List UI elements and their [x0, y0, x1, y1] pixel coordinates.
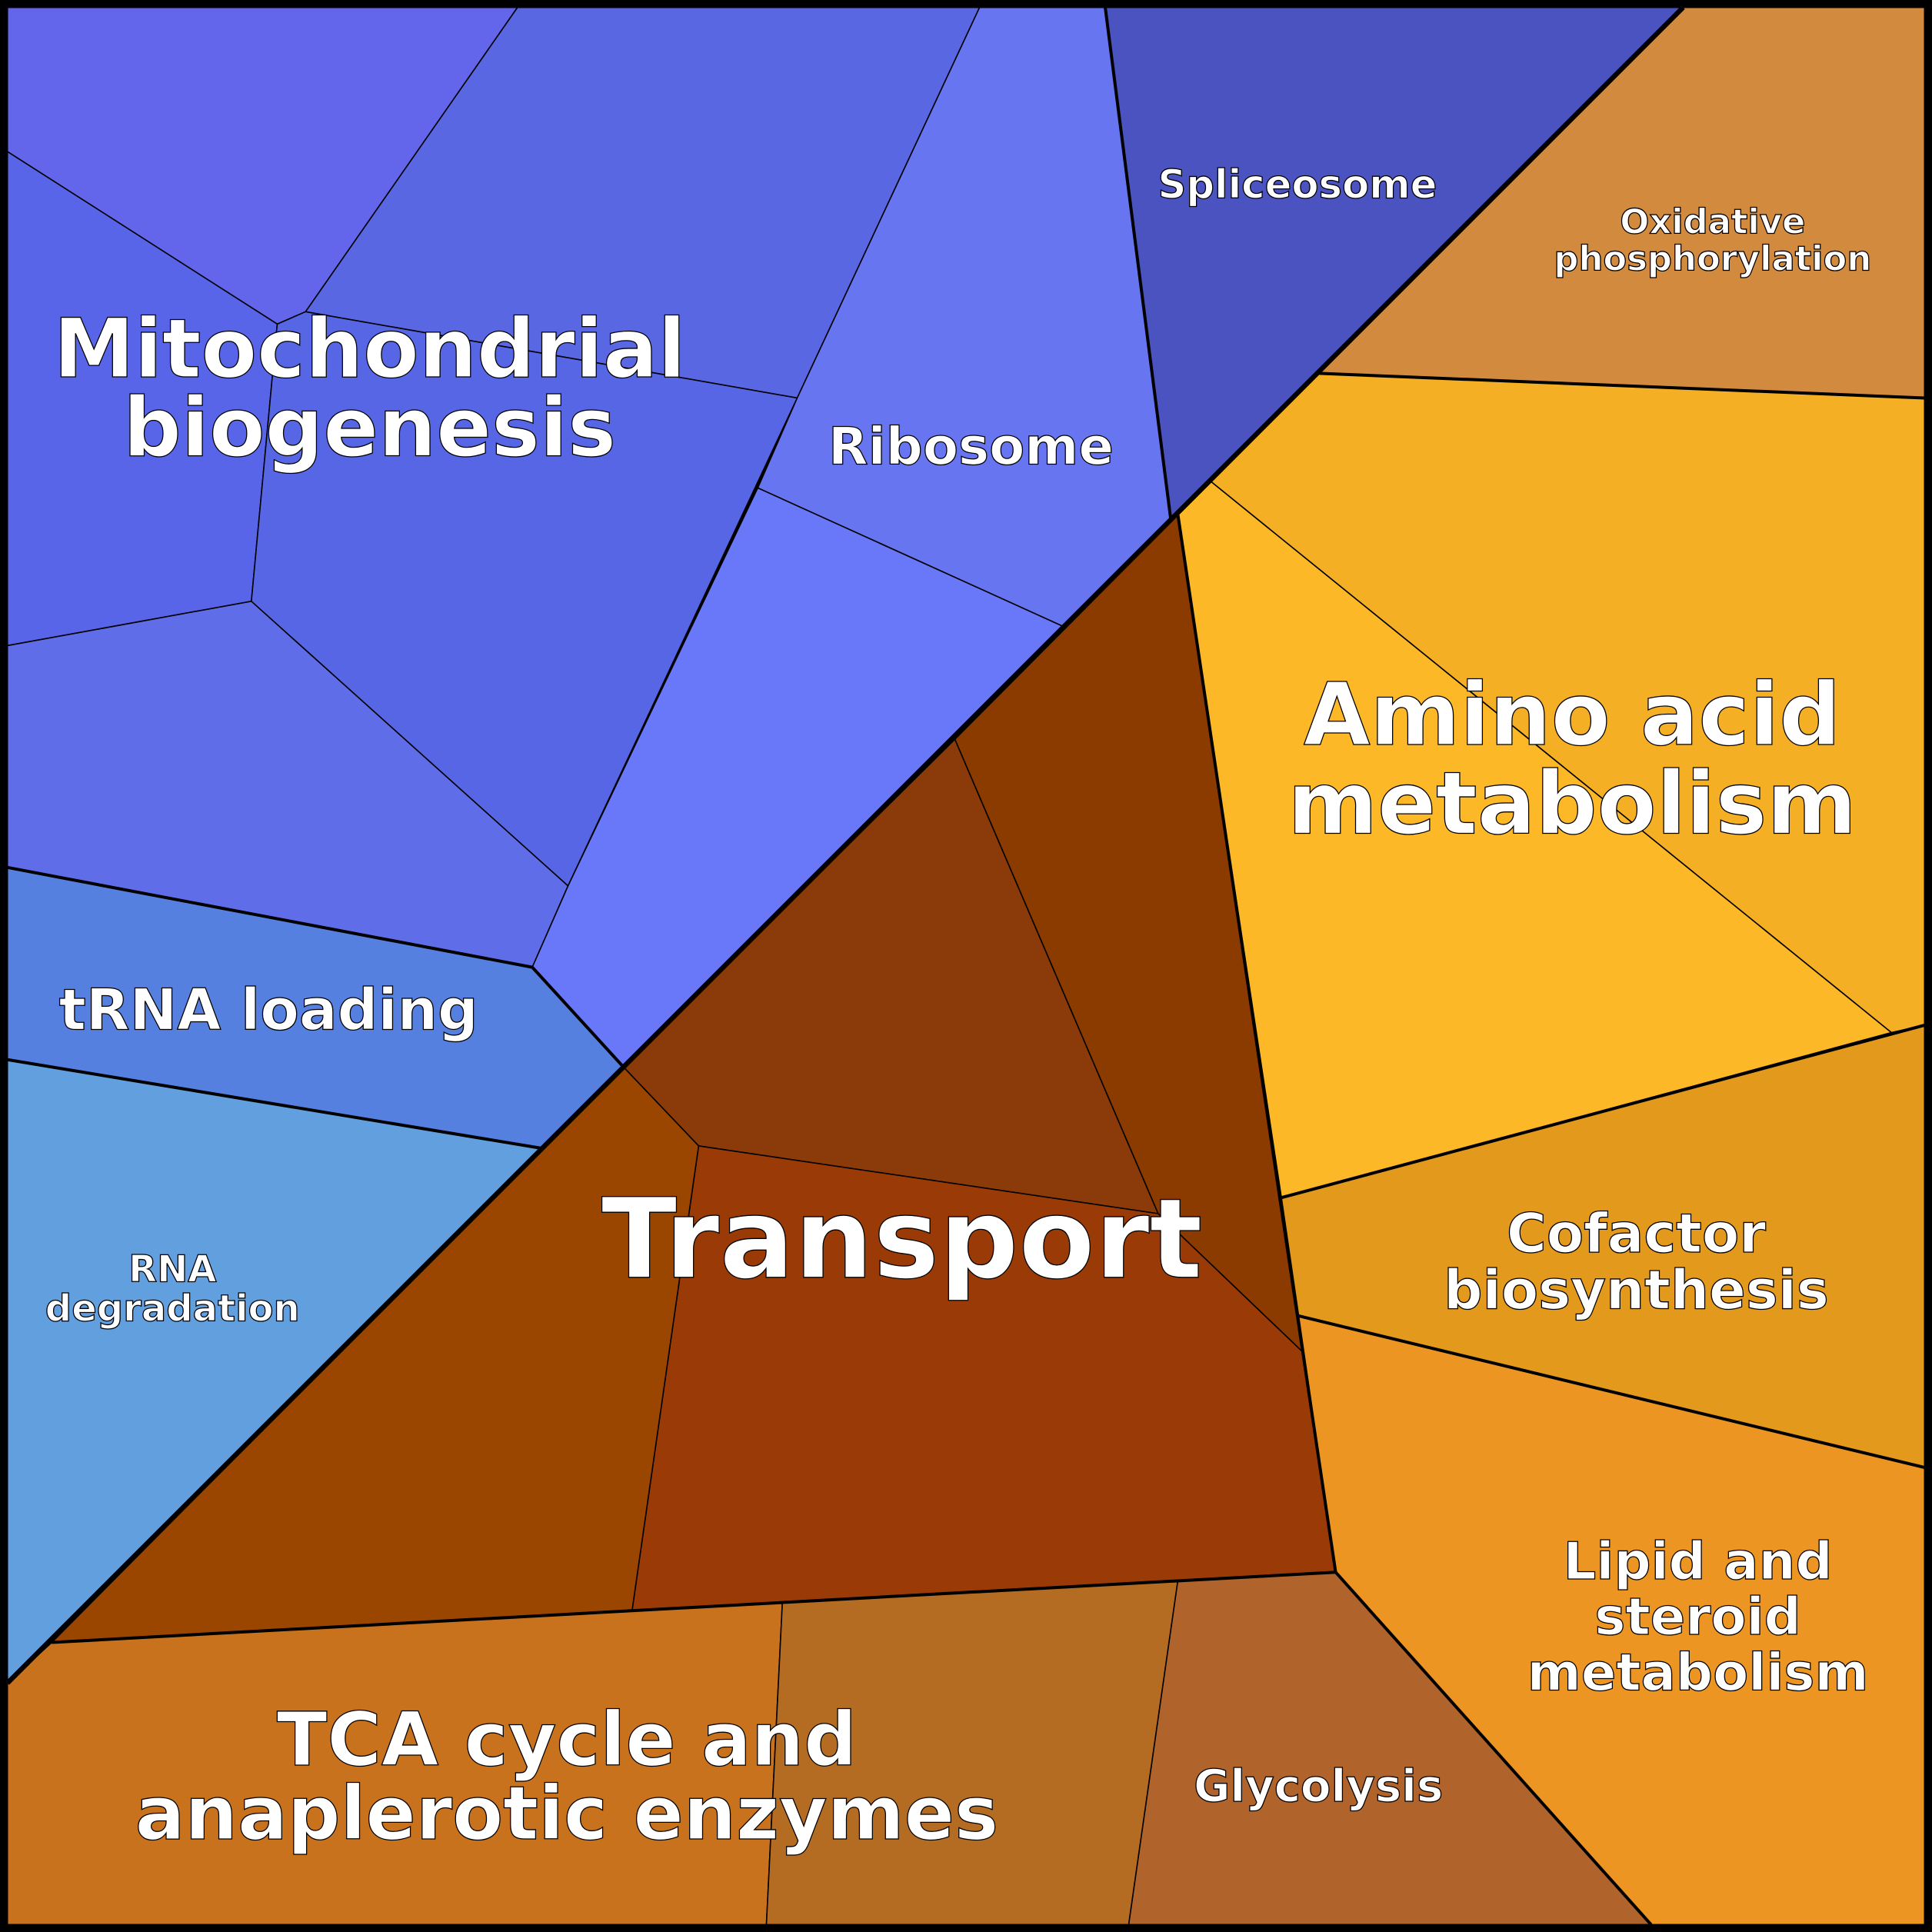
- category-border: [1104, 7, 1172, 518]
- category-border: [1281, 1023, 1925, 1200]
- label-lipid: steroid: [1594, 1587, 1800, 1647]
- category-border: [5, 5, 1685, 1685]
- label-rnadeg: degradation: [45, 1287, 300, 1331]
- label-cofactor: biosynthesis: [1444, 1259, 1829, 1322]
- label-spliceosome: Spliceosome: [1158, 162, 1437, 208]
- label-mito: Mitochondrial: [54, 301, 686, 396]
- label-ribosome: Ribosome: [828, 416, 1114, 476]
- category-border: [1318, 371, 1925, 400]
- label-lipid: metabolism: [1527, 1642, 1869, 1702]
- label-transport: Transport: [601, 1175, 1203, 1304]
- cell-mito4: [250, 311, 798, 888]
- label-tca: anaplerotic enzymes: [135, 1770, 999, 1857]
- label-glyco: Glycolysis: [1194, 1760, 1443, 1812]
- label-amino: metabolism: [1287, 754, 1857, 854]
- label-oxphos: phosphorylation: [1554, 238, 1871, 279]
- category-border: [1298, 1314, 1925, 1469]
- label-trna: tRNA loading: [59, 978, 478, 1043]
- label-cofactor: Cofactor: [1507, 1202, 1766, 1265]
- category-border: [7, 1058, 543, 1151]
- category-border: [7, 865, 625, 1068]
- category-border: [1334, 1571, 1653, 1926]
- label-amino: Amino acid: [1304, 665, 1841, 765]
- label-mito: biogenesis: [123, 381, 616, 475]
- label-tca: TCA cycle and: [277, 1697, 857, 1783]
- label-rnadeg: RNA: [128, 1247, 216, 1291]
- label-oxphos: Oxidative: [1620, 202, 1805, 242]
- label-lipid: Lipid and: [1564, 1531, 1833, 1591]
